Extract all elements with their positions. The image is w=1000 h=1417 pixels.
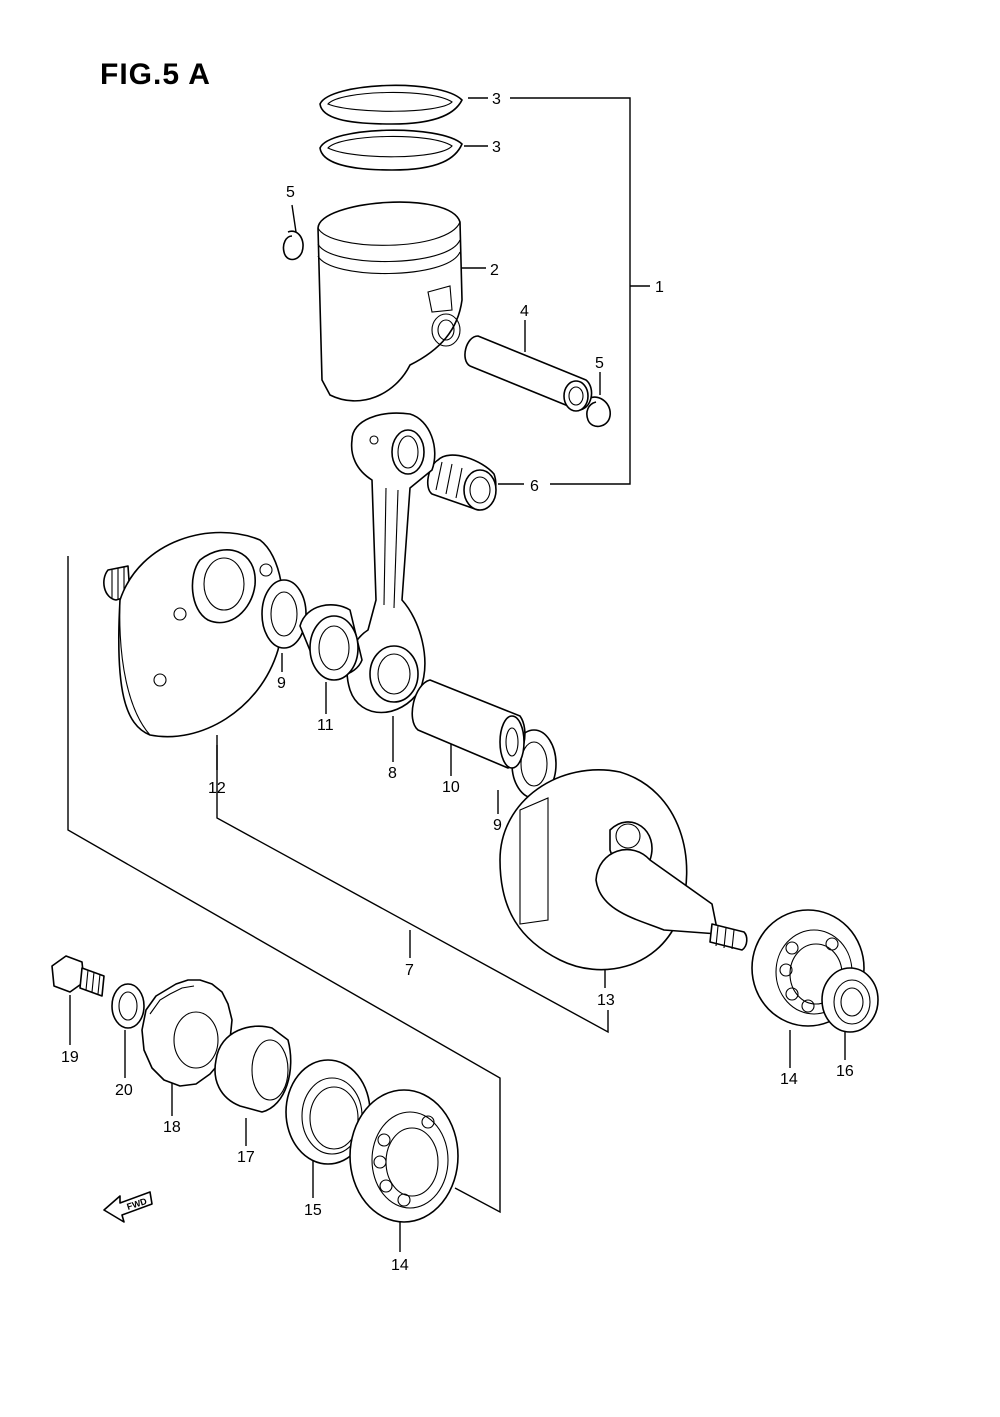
oil-seal-left <box>285 1059 371 1165</box>
crank-web-right <box>499 769 748 971</box>
washer <box>111 983 145 1029</box>
callout-14-left: 14 <box>391 1257 409 1274</box>
spacer <box>214 1025 292 1113</box>
callout-19: 19 <box>61 1049 79 1066</box>
callout-3-upper: 3 <box>492 91 501 108</box>
bracket-lines <box>67 97 846 1252</box>
callout-14-right: 14 <box>780 1071 798 1088</box>
piston-ring-upper <box>319 84 463 125</box>
callout-20: 20 <box>115 1082 133 1099</box>
callout-18: 18 <box>163 1119 181 1136</box>
callout-5-left: 5 <box>286 184 295 201</box>
figure-title: FIG.5 A <box>100 58 211 91</box>
callout-8: 8 <box>388 765 397 782</box>
callout-11: 11 <box>317 717 334 734</box>
callout-6: 6 <box>530 478 539 495</box>
callout-labels: 1 2 3 3 4 5 5 6 7 8 9 9 10 11 12 13 14 1… <box>61 91 854 1274</box>
oil-seal-right <box>821 967 879 1033</box>
piston <box>317 201 463 402</box>
callout-17: 17 <box>237 1149 255 1166</box>
primary-drive-gear <box>141 979 233 1087</box>
callout-9-left: 9 <box>277 675 286 692</box>
crank-web-left <box>103 531 284 738</box>
callout-9-right: 9 <box>493 817 502 834</box>
piston-pin <box>464 335 593 412</box>
callout-13: 13 <box>597 992 615 1009</box>
callout-16: 16 <box>836 1063 854 1080</box>
callout-10: 10 <box>442 779 460 796</box>
big-end-needle-bearing <box>299 604 363 681</box>
piston-pin-circlip-left <box>282 230 304 261</box>
callout-2: 2 <box>490 262 499 279</box>
crankshaft-bearing-left <box>349 1089 459 1223</box>
callout-5-right: 5 <box>595 355 604 372</box>
connecting-rod <box>346 412 436 714</box>
small-end-needle-bearing <box>426 454 497 511</box>
piston-pin-circlip-right <box>586 396 611 428</box>
crank-pin <box>411 679 526 769</box>
bolt <box>51 955 105 997</box>
callout-12: 12 <box>208 780 226 797</box>
forward-direction-arrow: FWD <box>103 1191 153 1223</box>
callout-4: 4 <box>520 303 529 320</box>
callout-3-lower: 3 <box>492 139 501 156</box>
thrust-washer-left <box>261 579 307 649</box>
callout-7: 7 <box>405 962 414 979</box>
piston-ring-lower <box>319 129 463 171</box>
callout-15: 15 <box>304 1202 322 1219</box>
callout-1: 1 <box>655 279 664 296</box>
